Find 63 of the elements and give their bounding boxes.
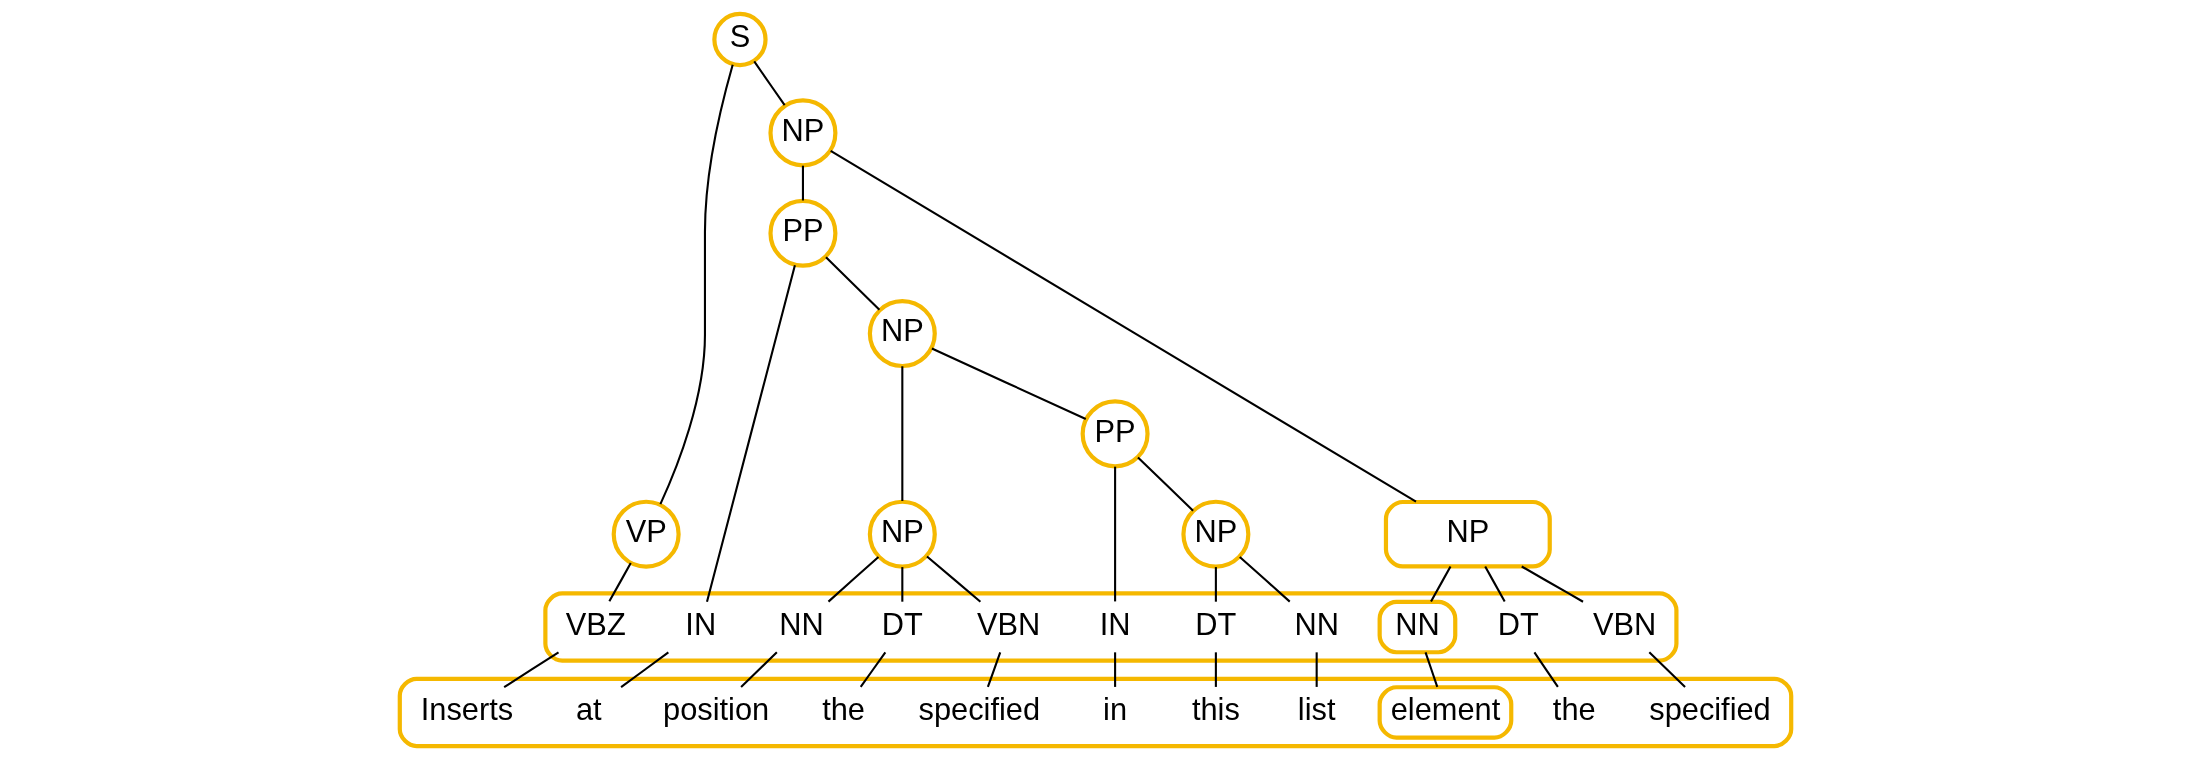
node-text: VBN	[977, 606, 1041, 642]
node-text: position	[663, 692, 770, 728]
connector	[1484, 566, 1506, 602]
connector	[901, 567, 904, 602]
connector	[830, 150, 1417, 503]
node-text: DT	[881, 606, 923, 642]
connector	[1239, 556, 1291, 603]
connector	[1430, 566, 1452, 602]
node-circle: NP	[867, 299, 937, 369]
connector	[659, 64, 734, 505]
node-text: list	[1297, 692, 1336, 728]
node-text: in	[1103, 692, 1128, 728]
node-text: DT	[1195, 606, 1237, 642]
connector	[827, 556, 880, 603]
node-circle: VP	[611, 499, 681, 569]
connector	[901, 366, 904, 501]
node-circle: PP	[1080, 399, 1150, 469]
node-box: NN	[1377, 599, 1458, 655]
connector	[1521, 565, 1584, 603]
connector	[620, 651, 669, 689]
node-circle: NP	[867, 499, 937, 569]
node-text: the	[822, 692, 865, 728]
node-circle: NP	[1181, 499, 1251, 569]
node-text: IN	[1099, 606, 1131, 642]
connector	[825, 256, 881, 311]
connector	[753, 60, 786, 106]
node-text: NN	[779, 606, 824, 642]
connector	[931, 347, 1087, 420]
connector	[1214, 652, 1217, 687]
connector	[706, 265, 796, 603]
node-text: specified	[1649, 692, 1771, 728]
connector	[1114, 652, 1117, 687]
node-text: this	[1191, 692, 1240, 728]
node-text: the	[1552, 692, 1596, 728]
connector	[1315, 652, 1318, 687]
connector	[986, 652, 1002, 688]
node-text: specified	[918, 692, 1041, 728]
cluster	[397, 676, 1794, 749]
node-text: NN	[1294, 606, 1339, 642]
connector	[926, 555, 982, 603]
connector	[859, 651, 887, 688]
connector	[1424, 652, 1439, 688]
connector	[1533, 651, 1559, 688]
node-text: VBZ	[565, 606, 626, 642]
node-circle: NP	[768, 98, 838, 168]
node-text: IN	[685, 606, 717, 642]
connector	[801, 165, 804, 201]
node-box: NP	[1383, 499, 1552, 569]
node-text: Inserts	[420, 692, 514, 728]
connector	[740, 651, 778, 688]
node-text: DT	[1497, 606, 1539, 642]
connector	[1648, 651, 1686, 688]
node-circle: S	[712, 11, 768, 68]
cluster	[543, 591, 1679, 663]
node-box: element	[1377, 685, 1514, 740]
node-text: at	[575, 692, 602, 728]
node-circle: PP	[768, 198, 838, 268]
connector	[1137, 456, 1194, 512]
connector	[503, 651, 560, 689]
node-text: VBN	[1592, 606, 1657, 642]
connector	[608, 562, 632, 602]
connector	[1214, 567, 1217, 602]
connector	[1114, 466, 1117, 602]
